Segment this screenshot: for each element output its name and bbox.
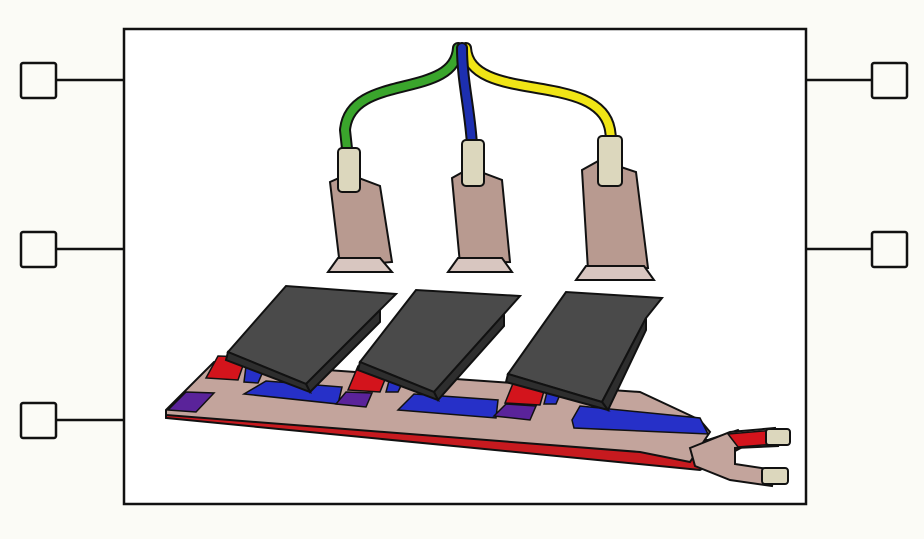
fork-tip-lower — [761, 467, 789, 485]
module-2-ferrule — [461, 139, 485, 187]
terminal-right-2 — [806, 230, 909, 269]
module-3 — [504, 135, 664, 412]
terminal-left-1 — [19, 61, 124, 100]
terminal-left-2 — [19, 230, 124, 269]
terminal-left-3 — [19, 401, 124, 440]
terminal-right-1 — [806, 61, 909, 100]
module-3-ferrule — [597, 135, 623, 187]
module-1-ferrule — [337, 147, 361, 193]
module-2 — [356, 139, 523, 402]
module-1 — [224, 147, 399, 394]
fork-tip-upper — [765, 428, 791, 446]
wire-bundle — [338, 42, 618, 164]
